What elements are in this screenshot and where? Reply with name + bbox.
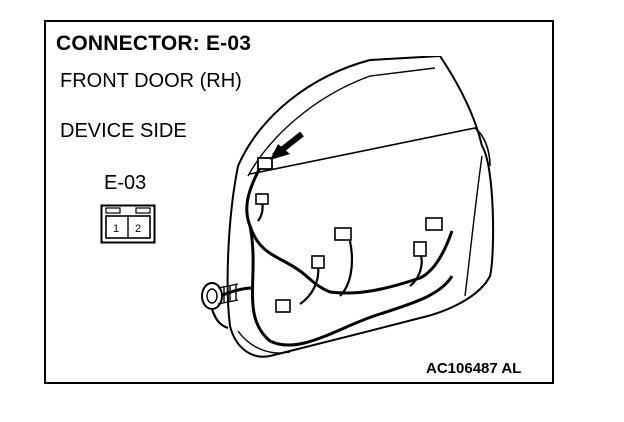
door-grommet [201, 282, 239, 330]
figure-code: AC106487 AL [426, 360, 522, 377]
front-door-illustration [201, 56, 495, 358]
harness-connector [255, 193, 269, 205]
door-front-edge [237, 330, 291, 354]
side-label: DEVICE SIDE [60, 120, 187, 142]
connector-title: CONNECTOR: E-03 [56, 32, 252, 55]
harness-connector [311, 255, 325, 269]
pin-2-label: 2 [135, 223, 141, 235]
harness-connector [425, 217, 443, 231]
diagram-frame [44, 20, 554, 384]
connector-face-icon: 1 2 [100, 204, 156, 244]
door-inner-edge [247, 67, 436, 177]
target-connector-e03 [257, 157, 273, 170]
window-trim [249, 127, 491, 175]
door-lower-edge [464, 155, 483, 297]
location-label: FRONT DOOR (RH) [60, 70, 242, 92]
connector-id-label: E-03 [104, 172, 147, 194]
wiring-harness [245, 163, 454, 295]
harness-connector [275, 299, 291, 313]
harness-connector [413, 241, 427, 257]
door-outline [226, 56, 495, 358]
harness-connector [334, 227, 352, 241]
pin-1-label: 1 [113, 223, 119, 235]
pointer-arrow [270, 131, 304, 160]
